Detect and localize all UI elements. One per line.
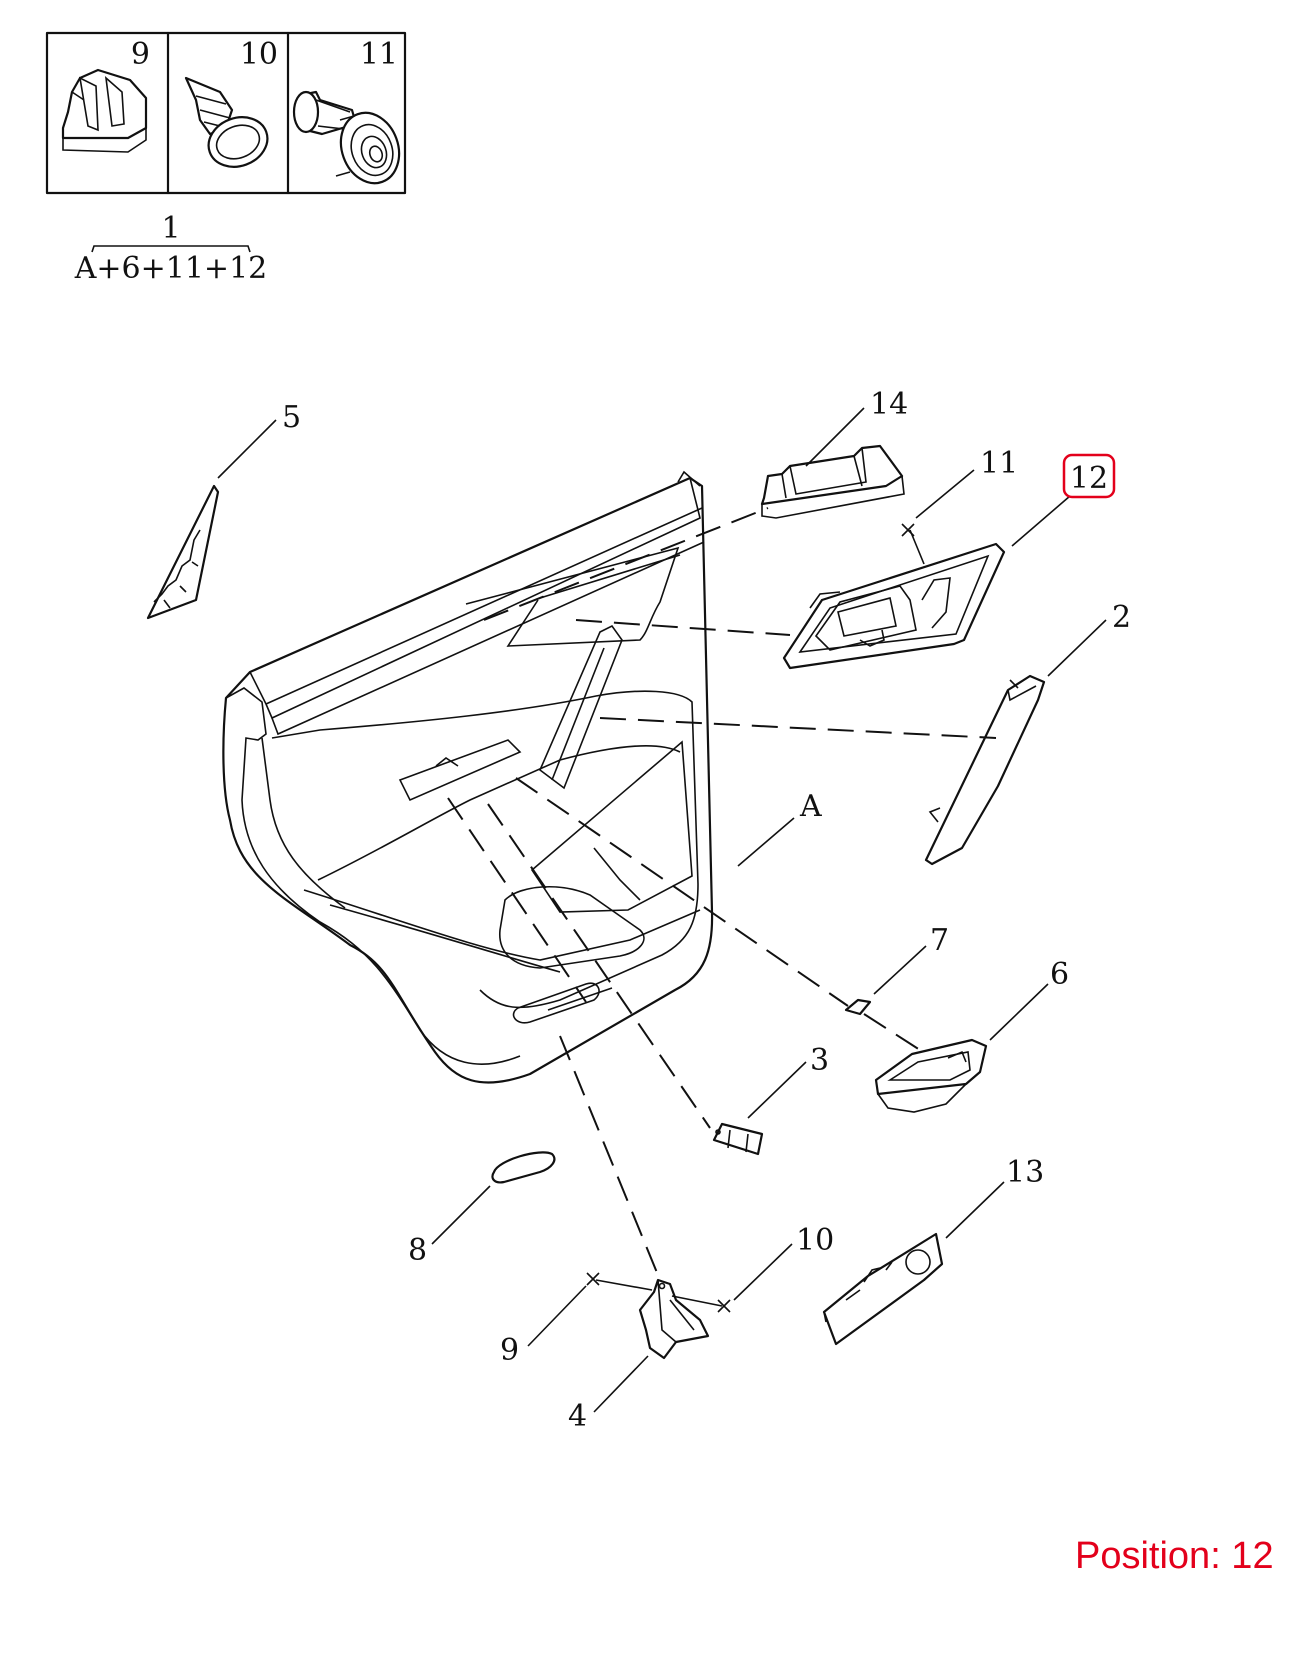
kit-brace: 1 A+6+11+12	[74, 211, 268, 286]
callout-12: 12	[1070, 461, 1108, 496]
part-2-pull-strip: 2	[924, 600, 1131, 866]
position-label: Position: 12	[1075, 1535, 1274, 1577]
trim-clip-icon	[292, 90, 401, 185]
inset-label-11: 11	[360, 37, 398, 72]
part-4-bracket: 10 9 4	[500, 1223, 834, 1434]
callout-3: 3	[810, 1043, 829, 1078]
part-13-speaker-trim: 13	[822, 1155, 1044, 1346]
kit-formula: A+6+11+12	[74, 251, 268, 286]
callout-14: 14	[870, 387, 908, 422]
callout-a-leader: A	[737, 789, 822, 867]
callout-5: 5	[282, 400, 301, 435]
inset-label-10: 10	[240, 37, 278, 72]
callout-6: 6	[1050, 957, 1069, 992]
callout-4: 4	[568, 1399, 587, 1434]
callout-13: 13	[1006, 1155, 1044, 1190]
callout-10: 10	[796, 1223, 834, 1258]
callout-8: 8	[408, 1233, 427, 1268]
callout-7: 7	[930, 923, 949, 958]
part-14-upper-handle-cup: 14	[760, 387, 908, 519]
callout-9: 9	[500, 1333, 519, 1368]
tree-rivet-icon	[184, 76, 269, 168]
part-5-mirror-trim: 5	[146, 400, 301, 620]
part-8-reflector: 8	[408, 1151, 556, 1268]
callout-A: A	[799, 789, 822, 824]
assembly-dashed-lines	[447, 507, 997, 1281]
inset-label-9: 9	[131, 37, 150, 72]
part-7-pad: 7	[844, 923, 949, 1016]
push-clip-icon	[61, 68, 148, 153]
kit-number: 1	[161, 211, 180, 246]
callout-2: 2	[1112, 600, 1131, 635]
door-trim-panel	[222, 470, 714, 1084]
highlight-box	[1062, 453, 1116, 499]
part-3-clip-bracket: 3	[712, 1043, 829, 1156]
inset-parts-box: 9 10 11	[45, 31, 407, 195]
part-6-switch-bezel: 6	[874, 957, 1069, 1113]
part-11-fastener: 11	[901, 446, 1018, 565]
callout-11: 11	[980, 446, 1018, 481]
part-12-inner-handle-bezel: 12	[782, 453, 1116, 670]
